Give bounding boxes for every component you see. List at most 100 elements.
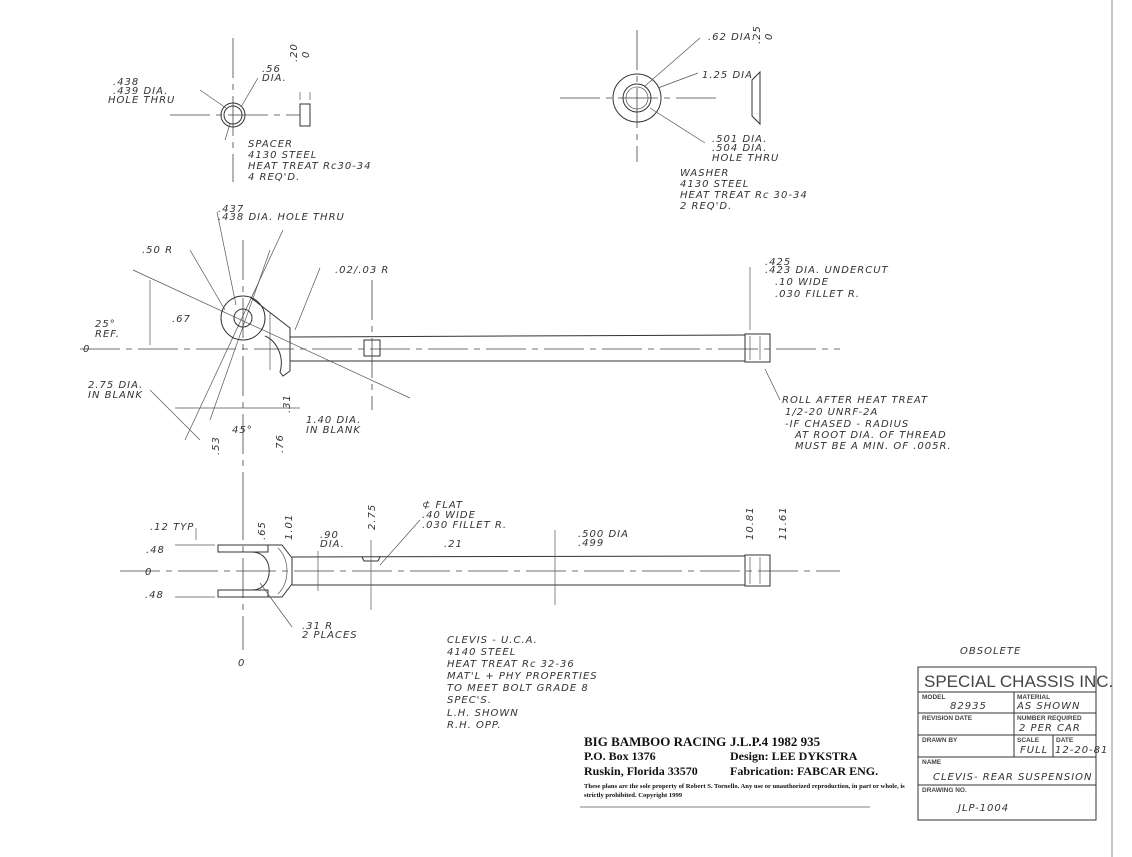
obsolete-stamp: OBSOLETE (960, 646, 1021, 657)
company-city: Ruskin, Florida 33570 (584, 764, 698, 778)
clevis-note: MAT'L + PHY PROPERTIES (447, 671, 598, 682)
clevis-note: SPEC'S. (447, 695, 492, 706)
top-flat-width: .40 WIDE (422, 510, 476, 521)
revision-label: REVISION DATE (922, 715, 973, 722)
top-dim-48: .48 (146, 545, 165, 556)
spacer-od-dim-2: DIA. (262, 73, 287, 84)
side-blank-note: IN BLANK (88, 390, 143, 401)
drawing-number-value: JLP-1004 (956, 803, 1009, 814)
side-hole-dim: .437 (218, 204, 244, 215)
material-label: MATERIAL (1017, 694, 1050, 701)
top-zero-bottom: 0 (238, 658, 245, 669)
company-info: BIG BAMBOO RACING P.O. Box 1376 Ruskin, … (584, 734, 726, 779)
side-angle: 25° (95, 319, 116, 330)
top-dim-1081: 10.81 (745, 506, 756, 540)
date-value: 12-20-81 (1055, 745, 1108, 756)
title-company: SPECIAL CHASSIS INC. (924, 672, 1113, 691)
side-angle-ref: REF. (95, 329, 120, 340)
model-value: 82935 (950, 701, 987, 712)
top-radius: .31 R (302, 621, 333, 632)
clevis-note: R.H. OPP. (447, 720, 502, 731)
side-blank140: 1.40 DIA. (306, 415, 361, 426)
washer-thickness: .25 (752, 25, 763, 44)
top-dim-275: 2.75 (367, 504, 378, 530)
top-dia-90-2: DIA. (320, 539, 345, 550)
clevis-note: CLEVIS - U.C.A. (447, 635, 538, 646)
washer-view: .62 DIA. 1.25 DIA. .501 DIA. .504 DIA. H… (560, 25, 808, 212)
spacer-hole-dim: .438 (113, 77, 139, 88)
washer-dim-62: .62 DIA. (708, 32, 756, 43)
company-po: P.O. Box 1376 (584, 749, 656, 763)
top-dim-101: 1.01 (284, 514, 295, 540)
undercut-dim: .425 (765, 257, 791, 268)
side-zero: 0 (83, 344, 90, 355)
washer-hole-note: HOLE THRU (712, 153, 779, 164)
washer-hole-dim: .501 DIA. (712, 134, 767, 145)
spacer-view: .438 .439 DIA. HOLE THRU .56 DIA. .20 0 … (108, 38, 372, 183)
thread-note: AT ROOT DIA. OF THREAD (794, 430, 947, 441)
scale-label: SCALE (1017, 737, 1040, 744)
design-credit: Design: LEE DYKSTRA (730, 749, 858, 763)
spacer-thickness-2: 0 (301, 51, 312, 58)
undercut-dim-2: .423 DIA. UNDERCUT (765, 265, 889, 276)
side-dim-53: .53 (211, 436, 222, 455)
clevis-notes: CLEVIS - U.C.A. 4140 STEEL HEAT TREAT Rc… (447, 635, 598, 731)
spacer-note: HEAT TREAT Rc30-34 (248, 161, 372, 172)
top-shaft-dim-2: .499 (578, 538, 604, 549)
spacer-note: SPACER (248, 139, 293, 150)
title-block: SPECIAL CHASSIS INC. MODEL 82935 MATERIA… (917, 666, 1113, 821)
clevis-top-view: .12 TYP .48 0 .48 .65 1.01 .90 DIA. 2.75… (120, 500, 840, 669)
number-required-value: 2 PER CAR (1019, 723, 1081, 734)
number-required-label: NUMBER REQUIRED (1017, 715, 1082, 722)
design-ref: J.L.P.4 1982 935 (730, 734, 821, 749)
clevis-note: TO MEET BOLT GRADE 8 (447, 683, 589, 694)
material-value: AS SHOWN (1016, 701, 1080, 712)
spacer-od-dim: .56 (262, 64, 281, 75)
thread-note: MUST BE A MIN. OF .005R. (795, 441, 952, 452)
washer-note: WASHER (680, 168, 729, 179)
top-flat-note: ⊄ FLAT (422, 500, 463, 511)
top-zero: 0 (145, 567, 152, 578)
side-radius: .50 R (142, 245, 173, 256)
thread-note: 1/2-20 UNRF-2A (785, 407, 878, 418)
name-value: CLEVIS- REAR SUSPENSION (933, 772, 1093, 783)
top-dim-1161: 11.61 (778, 506, 789, 540)
name-label: NAME (922, 759, 942, 766)
side-dim-67: .67 (172, 314, 191, 325)
washer-note: 4130 STEEL (680, 179, 749, 190)
washer-note: HEAT TREAT Rc 30-34 (680, 190, 808, 201)
washer-dim-125: 1.25 DIA. (702, 70, 757, 81)
thread-note: ROLL AFTER HEAT TREAT (782, 395, 928, 406)
side-blank140-note: IN BLANK (306, 425, 361, 436)
top-dim-21: .21 (444, 539, 463, 550)
clevis-note: L.H. SHOWN (447, 708, 519, 719)
spacer-note: 4130 STEEL (248, 150, 317, 161)
clevis-side-view: .437 .438 DIA. HOLE THRU .50 R .02/.03 R… (80, 204, 952, 500)
side-fillet: .02/.03 R (335, 265, 389, 276)
design-info: J.L.P.4 1982 935 Design: LEE DYKSTRA Fab… (730, 734, 878, 779)
spacer-hole-note: HOLE THRU (108, 95, 175, 106)
clevis-note: 4140 STEEL (447, 647, 516, 658)
washer-note: 2 REQ'D. (680, 201, 732, 212)
top-typ-dim: .12 TYP (150, 522, 194, 533)
top-shaft-dim: .500 DIA (578, 529, 629, 540)
washer-thickness-2: 0 (764, 33, 775, 40)
side-dim-76: .76 (275, 434, 286, 453)
drawing-number-label: DRAWING NO. (922, 787, 967, 794)
side-dim-31: .31 (282, 394, 293, 413)
top-dia-90: .90 (320, 530, 339, 541)
fabrication-credit: Fabrication: FABCAR ENG. (730, 764, 879, 778)
top-dim-65: .65 (257, 521, 268, 540)
top-flat-fillet: .030 FILLET R. (422, 520, 507, 531)
side-blank-dim: 2.75 DIA. (88, 380, 143, 391)
undercut-width: .10 WIDE (775, 277, 829, 288)
clevis-note: HEAT TREAT Rc 32-36 (447, 659, 575, 670)
spacer-note: 4 REQ'D. (248, 172, 300, 183)
company-name: BIG BAMBOO RACING (584, 734, 727, 749)
date-label: DATE (1056, 737, 1074, 744)
spacer-hole-dim-2: .439 DIA. (113, 86, 168, 97)
undercut-fillet: .030 FILLET R. (775, 289, 860, 300)
side-hole-dim-2: .438 DIA. HOLE THRU (218, 212, 345, 223)
model-label: MODEL (922, 694, 946, 701)
